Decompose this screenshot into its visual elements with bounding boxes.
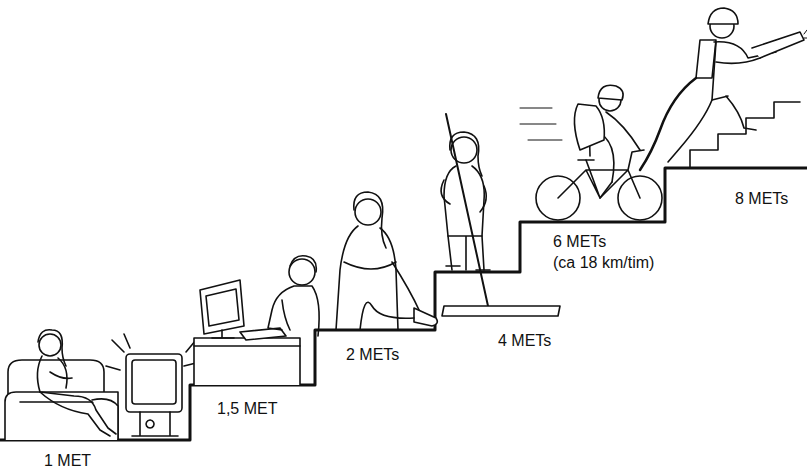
met-label: 1 MET — [44, 452, 91, 470]
met-label: 8 METs — [735, 190, 788, 208]
staircase — [0, 168, 807, 440]
cyclist — [520, 85, 662, 220]
tv-watcher — [5, 330, 200, 440]
vacuum-user — [336, 192, 437, 330]
met-label: 1,5 MET — [217, 400, 277, 418]
mopping-woman — [441, 114, 560, 316]
met-label: 6 METs — [553, 233, 606, 251]
computer-worker — [194, 256, 319, 385]
firefighter — [640, 8, 807, 170]
met-label: (ca 18 km/tim) — [553, 254, 654, 272]
met-label: 2 METs — [346, 346, 399, 364]
met-label: 4 METs — [498, 332, 551, 350]
